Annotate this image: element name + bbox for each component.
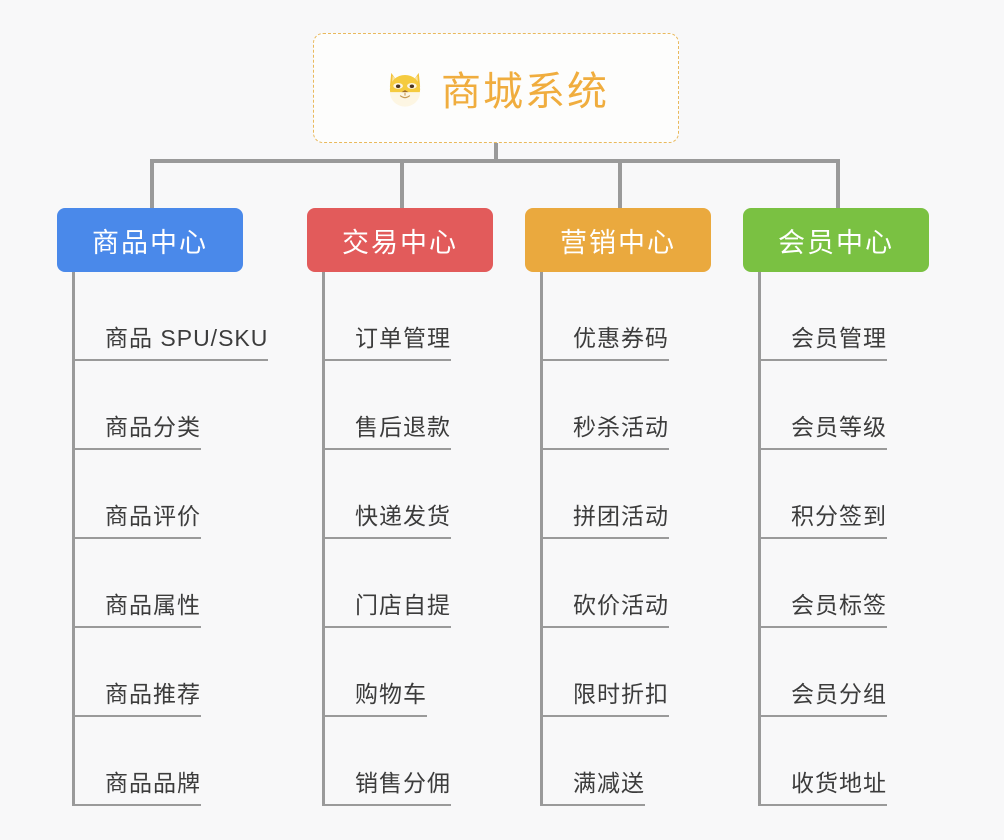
leaf-item[interactable]: 限时折扣 [543,628,761,717]
branch-header-3[interactable]: 营销中心 [525,208,711,272]
leaf-label: 商品 SPU/SKU [74,324,269,361]
leaf-item[interactable]: 商品品牌 [75,717,293,806]
leaf-item[interactable]: 会员等级 [761,361,979,450]
connector-horizontal-bus [150,159,840,163]
leaf-list-1: 商品 SPU/SKU 商品分类 商品评价 商品属性 商品推荐 商品品牌 [72,272,293,806]
leaf-item[interactable]: 满减送 [543,717,761,806]
branch-header-1-label: 商品中心 [92,227,208,258]
leaf-item[interactable]: 订单管理 [325,272,543,361]
leaf-label: 商品属性 [75,591,201,628]
leaf-item[interactable]: 商品属性 [75,539,293,628]
leaf-item[interactable]: 门店自提 [325,539,543,628]
branch-header-3-label: 营销中心 [560,227,676,258]
leaf-label: 会员分组 [761,680,887,717]
leaf-label: 订单管理 [325,324,451,361]
leaf-item[interactable]: 商品评价 [75,450,293,539]
connector-drop-3 [618,159,622,210]
leaf-label: 限时折扣 [543,680,669,717]
leaf-item[interactable]: 商品推荐 [75,628,293,717]
branch-column-1: 商品中心 商品 SPU/SKU 商品分类 商品评价 商品属性 商品推荐 商品品牌 [57,208,293,806]
leaf-label: 快递发货 [325,502,451,539]
branch-header-1[interactable]: 商品中心 [57,208,243,272]
leaf-label: 售后退款 [325,413,451,450]
root-node[interactable]: 商城系统 [313,33,679,143]
leaf-label: 商品推荐 [75,680,201,717]
leaf-item[interactable]: 购物车 [325,628,543,717]
leaf-list-4: 会员管理 会员等级 积分签到 会员标签 会员分组 收货地址 [758,272,979,806]
leaf-item[interactable]: 商品分类 [75,361,293,450]
leaf-label: 秒杀活动 [543,413,669,450]
leaf-item[interactable]: 砍价活动 [543,539,761,628]
leaf-label: 会员等级 [761,413,887,450]
leaf-label: 商品评价 [75,502,201,539]
leaf-item[interactable]: 会员管理 [761,272,979,361]
connector-drop-2 [400,159,404,210]
leaf-label: 收货地址 [761,769,887,806]
branch-header-4-label: 会员中心 [778,227,894,258]
leaf-label: 会员管理 [761,324,887,361]
connector-drop-1 [150,159,154,210]
connector-root-stem [494,143,498,163]
leaf-label: 优惠券码 [543,324,669,361]
root-title: 商城系统 [441,70,609,114]
branch-column-4: 会员中心 会员管理 会员等级 积分签到 会员标签 会员分组 收货地址 [743,208,979,806]
leaf-item[interactable]: 售后退款 [325,361,543,450]
leaf-label: 满减送 [543,769,645,806]
shiba-dog-emoji-icon [383,66,427,110]
branch-column-2: 交易中心 订单管理 售后退款 快递发货 门店自提 购物车 销售分佣 [307,208,543,806]
leaf-list-3: 优惠券码 秒杀活动 拼团活动 砍价活动 限时折扣 满减送 [540,272,761,806]
leaf-item[interactable]: 会员分组 [761,628,979,717]
connector-drop-4 [836,159,840,210]
branch-header-2[interactable]: 交易中心 [307,208,493,272]
leaf-label: 商品品牌 [75,769,201,806]
branch-column-3: 营销中心 优惠券码 秒杀活动 拼团活动 砍价活动 限时折扣 满减送 [525,208,761,806]
leaf-item[interactable]: 秒杀活动 [543,361,761,450]
leaf-item[interactable]: 销售分佣 [325,717,543,806]
leaf-item[interactable]: 拼团活动 [543,450,761,539]
leaf-label: 会员标签 [761,591,887,628]
leaf-list-2: 订单管理 售后退款 快递发货 门店自提 购物车 销售分佣 [322,272,543,806]
leaf-label: 购物车 [325,680,427,717]
leaf-label: 拼团活动 [543,502,669,539]
leaf-label: 商品分类 [75,413,201,450]
leaf-item[interactable]: 积分签到 [761,450,979,539]
branch-header-2-label: 交易中心 [342,227,458,258]
leaf-item[interactable]: 商品 SPU/SKU [74,272,293,361]
leaf-item[interactable]: 优惠券码 [543,272,761,361]
leaf-item[interactable]: 快递发货 [325,450,543,539]
leaf-item[interactable]: 收货地址 [761,717,979,806]
leaf-item[interactable]: 会员标签 [761,539,979,628]
leaf-label: 门店自提 [325,591,451,628]
branch-header-4[interactable]: 会员中心 [743,208,929,272]
leaf-label: 砍价活动 [543,591,669,628]
leaf-label: 销售分佣 [325,769,451,806]
leaf-label: 积分签到 [761,502,887,539]
